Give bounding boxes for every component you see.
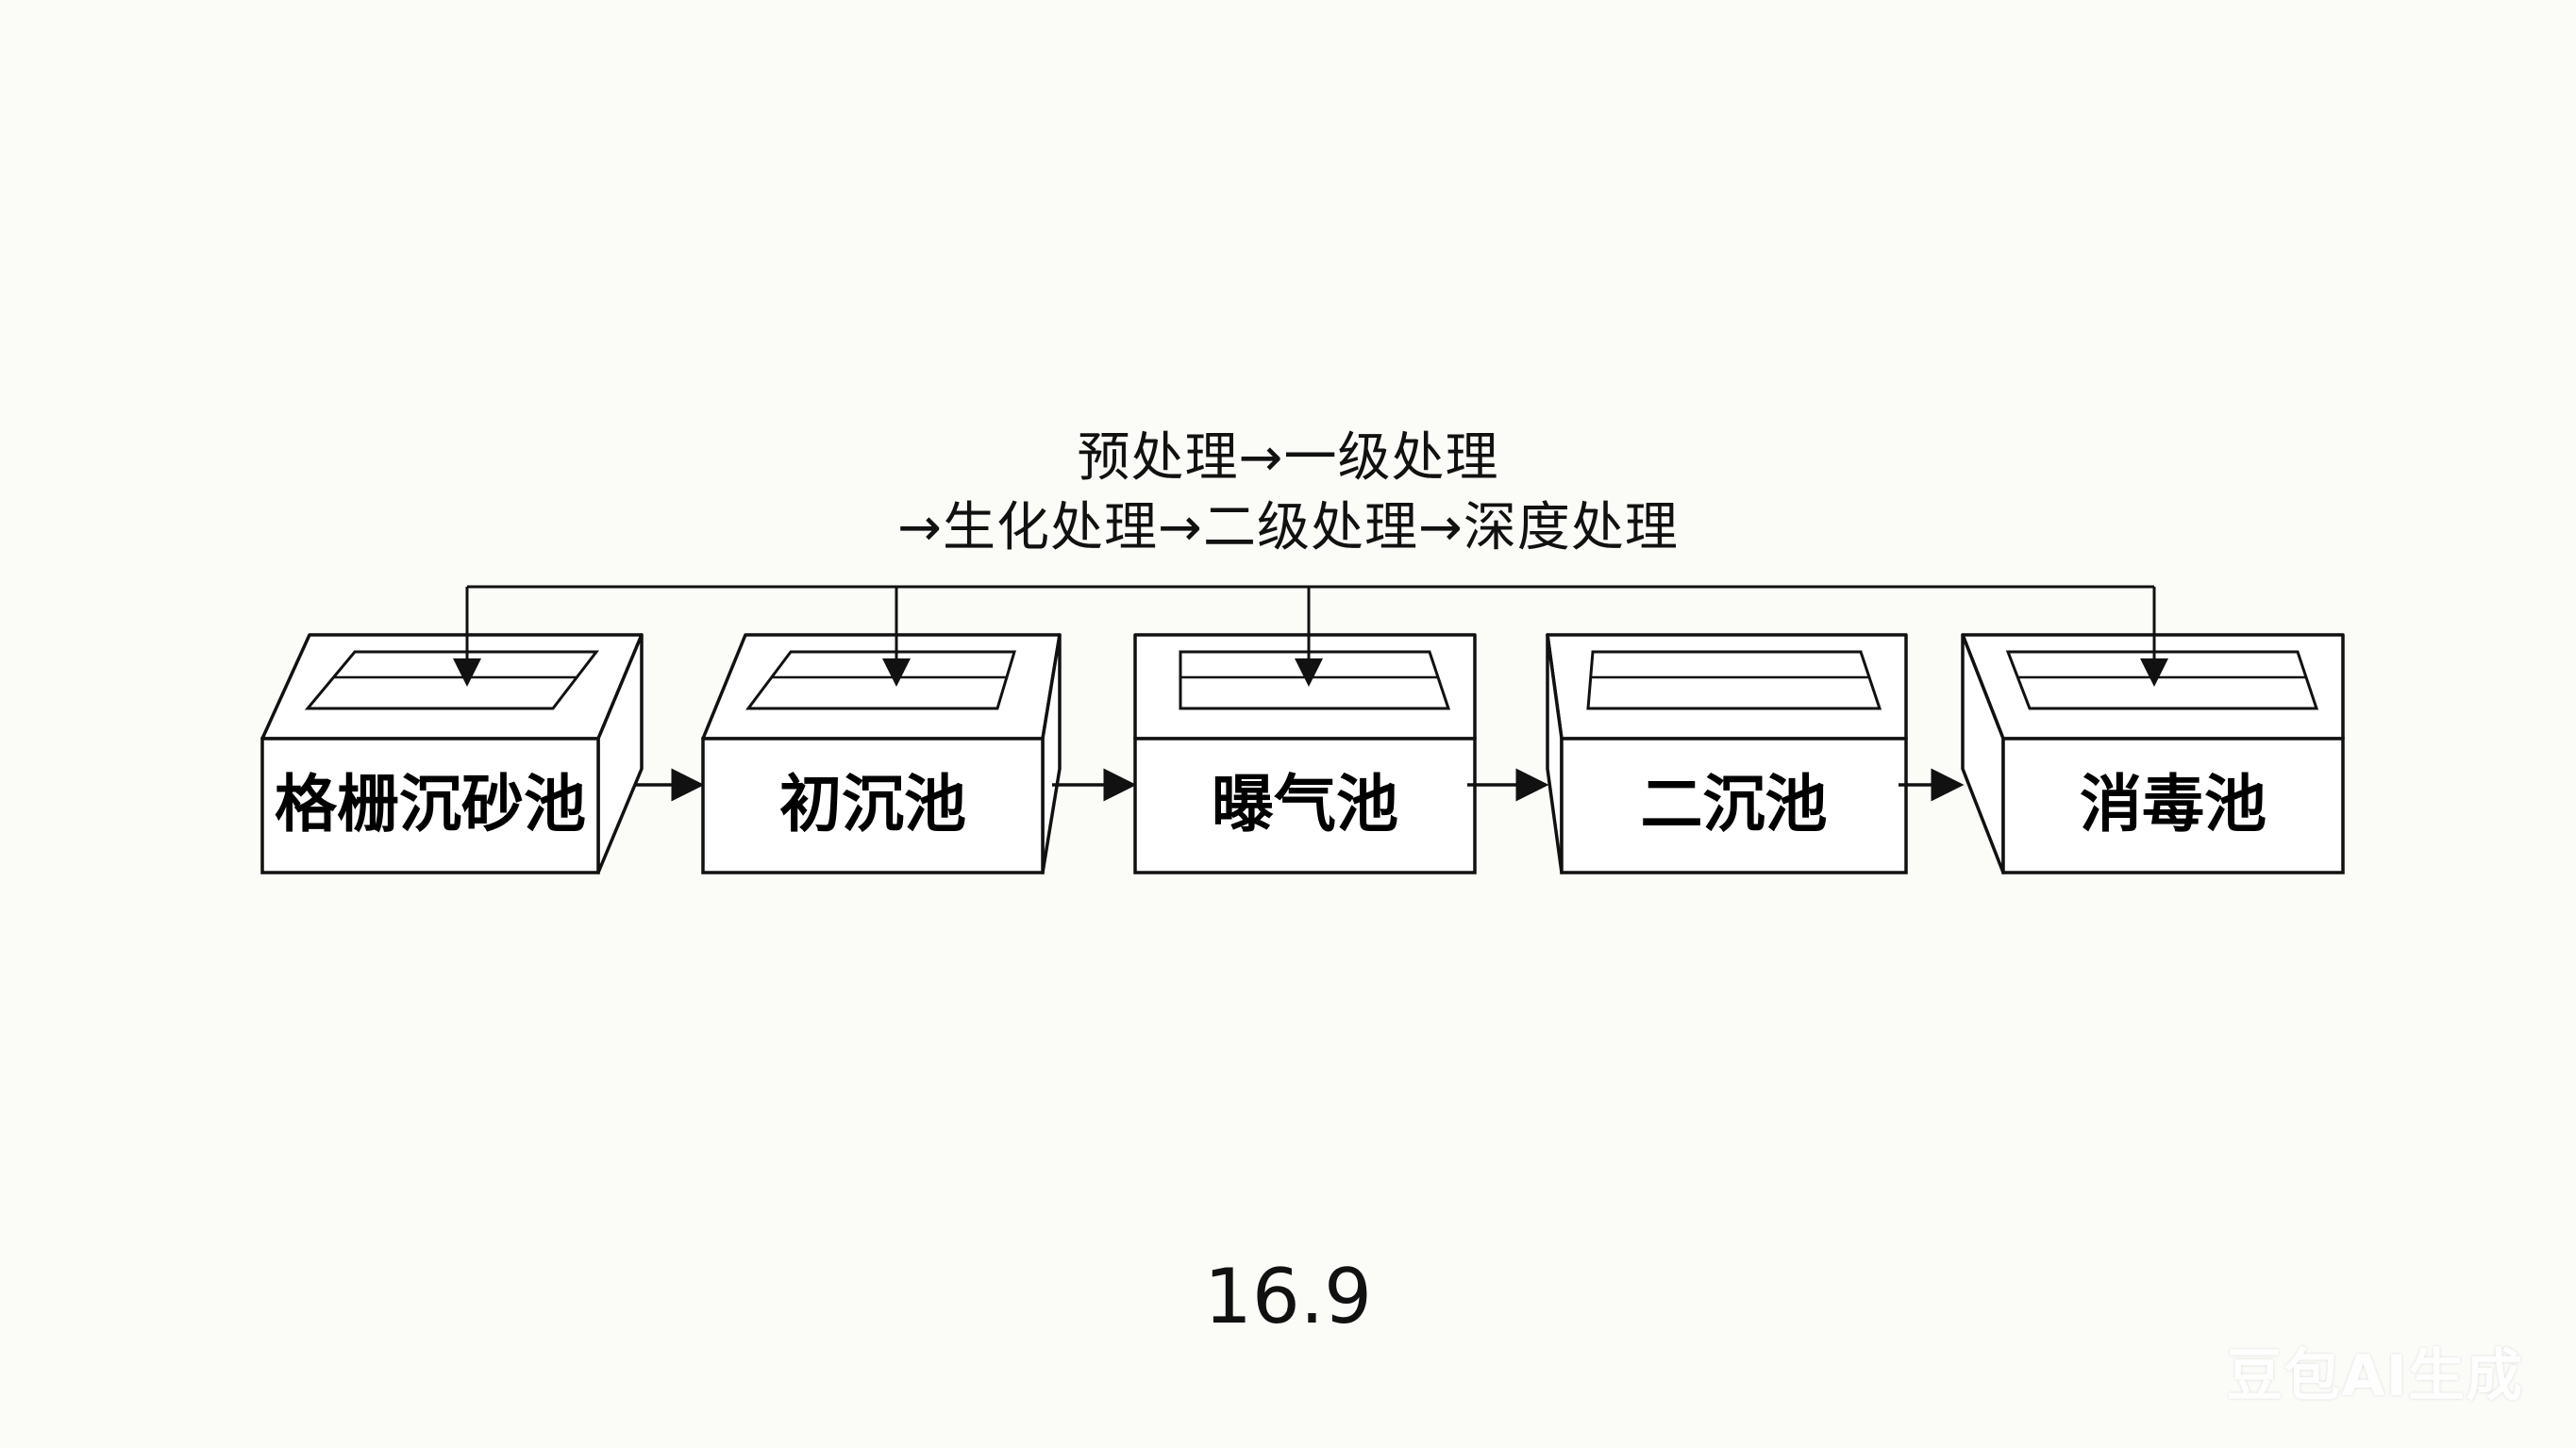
caption-bottom: →生化处理→二级处理→深度处理: [897, 497, 1679, 558]
tank-4: [1546, 633, 1908, 874]
figure-number: 16.9: [1203, 1253, 1373, 1340]
tank-basin-opening: [1586, 650, 1882, 710]
tank-basin-opening: [2005, 650, 2319, 710]
tank-2: [701, 633, 1062, 874]
tank-label-4: 二沉池: [1640, 768, 1828, 841]
tank-5: [1961, 633, 2345, 874]
tank-front-face: [1133, 737, 1477, 874]
tank-basin-opening: [304, 650, 600, 710]
tank-basin-opening: [745, 650, 1017, 710]
tanks-layer: [260, 633, 2345, 874]
tank-label-2: 初沉池: [779, 768, 966, 841]
tank-front-face: [260, 737, 600, 874]
caption-top: 预处理→一级处理: [1077, 427, 1499, 489]
watermark-logo: 豆包AI生成: [2226, 1343, 2523, 1409]
tank-label-1: 格栅沉砂池: [275, 768, 586, 841]
tank-1: [260, 633, 644, 874]
tank-basin-opening: [1179, 650, 1451, 710]
feed-layer: [453, 585, 2168, 687]
tank-label-3: 曝气池: [1212, 768, 1398, 841]
tank-front-face: [701, 737, 1045, 874]
tank-front-face: [1560, 737, 1908, 874]
tank-label-5: 消毒池: [2080, 768, 2267, 841]
tank-front-face: [2001, 737, 2345, 874]
